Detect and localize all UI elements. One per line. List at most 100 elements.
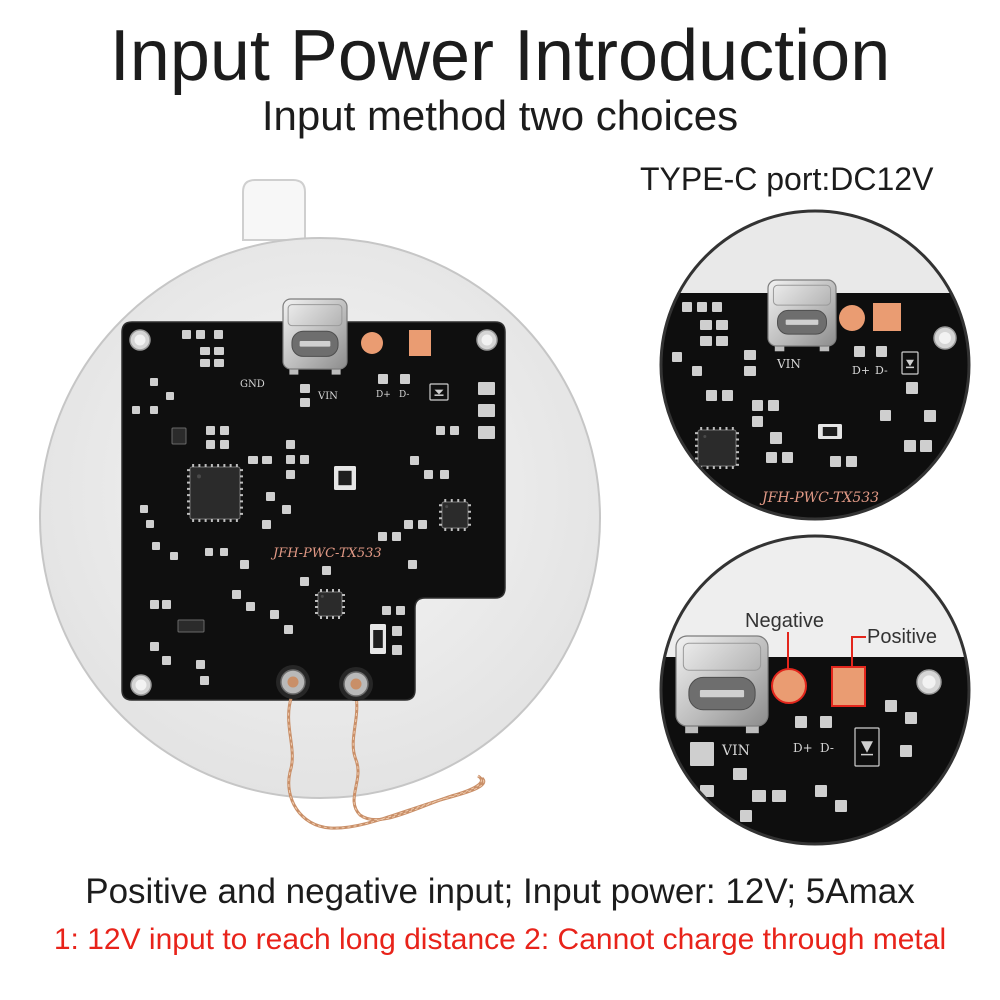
smd-pad <box>700 320 712 330</box>
ic-pin <box>198 464 201 467</box>
smd-pad <box>722 390 733 401</box>
smd-pad <box>418 520 427 529</box>
ic-pin <box>342 600 345 602</box>
smd-pad <box>700 785 714 797</box>
negative-copper-pad <box>839 305 865 331</box>
smd-pad <box>906 382 918 394</box>
ic-pin <box>332 616 334 619</box>
diode-outline <box>854 727 880 767</box>
smd-pad <box>690 742 714 766</box>
ic-pin <box>463 499 466 502</box>
usb-c-top-plate <box>287 304 343 327</box>
zoom-bottom-components <box>675 635 942 822</box>
smd-pad <box>286 470 295 479</box>
smd-pad <box>716 336 728 346</box>
smd-pad <box>478 426 495 439</box>
diode-symbol <box>861 741 873 753</box>
smd-pad <box>900 745 912 757</box>
ic-pin <box>342 612 345 614</box>
usb-c-top-plate <box>772 284 832 306</box>
smd-pad <box>150 378 158 386</box>
ic-pin <box>240 512 243 515</box>
smd-pad <box>170 552 178 560</box>
smd-pad <box>682 302 692 312</box>
negative-label: Negative <box>745 610 824 632</box>
ic-pin <box>229 519 232 522</box>
ic-pin <box>736 457 739 460</box>
ic-pin <box>240 469 243 472</box>
dminus-label: D- <box>399 390 409 400</box>
smd-pad <box>740 810 752 822</box>
ic-pin <box>725 427 728 430</box>
mounting-hole <box>134 334 146 346</box>
smd-pad <box>150 642 159 651</box>
positive-pointer-line <box>851 636 866 667</box>
positive-label: Positive <box>867 626 937 648</box>
smd-pad <box>284 625 293 634</box>
smd-pad <box>795 716 807 728</box>
mounting-hole <box>481 334 493 346</box>
smd-pad <box>146 520 154 528</box>
ic-pin <box>187 475 190 478</box>
smd-pad <box>200 359 210 367</box>
ic-pin <box>338 589 340 592</box>
smd-pad <box>400 374 410 384</box>
smd-pad <box>196 660 205 669</box>
small-component <box>171 427 187 445</box>
smd-pad <box>820 716 832 728</box>
ic-pin <box>457 528 460 531</box>
ic-pin <box>187 487 190 490</box>
ic-pin <box>695 457 698 460</box>
smd-pad <box>214 359 224 367</box>
smd-pad <box>876 346 887 357</box>
smd-pad <box>706 390 717 401</box>
ic-pin <box>695 438 698 441</box>
negative-copper-pad <box>771 668 807 704</box>
smd-pad <box>162 656 171 665</box>
smd-pad <box>920 440 932 452</box>
smd-pad <box>700 336 712 346</box>
ic-chip <box>441 501 469 529</box>
usb-c-leg <box>745 726 759 734</box>
smd-pad <box>436 426 445 435</box>
ic-pin <box>439 504 442 507</box>
smd-pad <box>286 440 295 449</box>
ic-pin <box>315 606 318 608</box>
usb-c-leg <box>774 346 785 352</box>
terminal-wire-end <box>287 676 299 688</box>
page-subtitle: Input method two choices <box>261 92 739 139</box>
ic-pin <box>736 432 739 435</box>
smd-pad <box>240 560 249 569</box>
smd-pad <box>782 452 793 463</box>
ic-pin <box>204 519 207 522</box>
ic-chip <box>697 429 737 467</box>
smd-pad <box>140 505 148 513</box>
ic-pin <box>712 466 715 469</box>
diode-symbol <box>906 359 914 367</box>
smd-pad <box>214 347 224 355</box>
ic-pin <box>187 481 190 484</box>
page-title: Input Power Introduction <box>109 16 891 96</box>
smd-pad <box>220 426 229 435</box>
smd-pad <box>880 410 891 421</box>
smd-pad <box>206 440 215 449</box>
smd-pad <box>697 302 707 312</box>
smd-pad <box>322 566 331 575</box>
ic-pin <box>223 464 226 467</box>
ic-pin <box>695 444 698 447</box>
ic-chip <box>317 591 343 617</box>
ic-pin <box>439 523 442 526</box>
ic-pin <box>463 528 466 531</box>
usb-c-leg <box>685 726 699 734</box>
ic-pin <box>240 494 243 497</box>
smd-pad <box>440 470 449 479</box>
mounting-hole <box>938 331 952 345</box>
smd-pad <box>166 392 174 400</box>
smd-pad <box>150 600 159 609</box>
resistor-marking <box>338 470 352 486</box>
smd-pad <box>248 456 258 464</box>
smd-pad <box>162 600 171 609</box>
mounting-hole <box>135 679 147 691</box>
